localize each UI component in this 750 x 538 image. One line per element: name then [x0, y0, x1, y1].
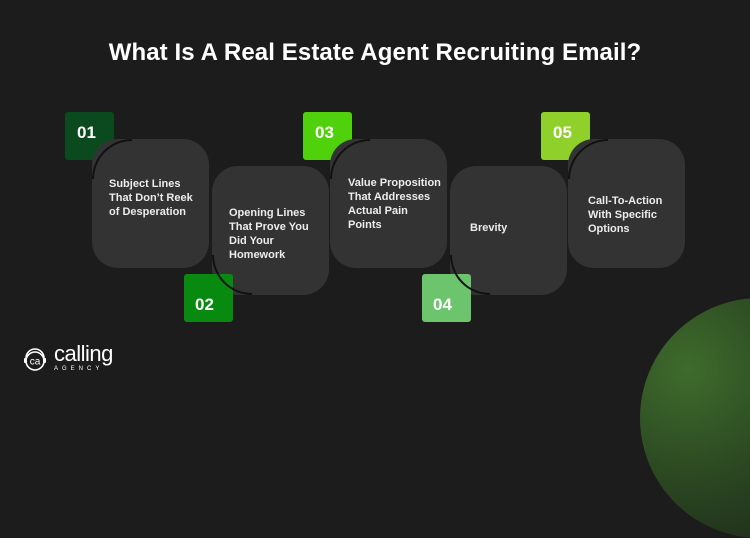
step-card-04: Brevity — [450, 166, 567, 295]
page-title: What Is A Real Estate Agent Recruiting E… — [108, 39, 642, 66]
step-label: Brevity — [470, 221, 508, 234]
step-badge-04: 04 — [422, 274, 471, 322]
step-badge-01: 01 — [65, 112, 114, 160]
step-number: 04 — [433, 295, 452, 314]
step-number: 01 — [77, 123, 96, 142]
step-badge-02: 02 — [184, 274, 233, 322]
step-badge-05: 05 — [541, 112, 590, 160]
svg-text:ca: ca — [30, 356, 41, 367]
calling-agency-logo: ca calling AGENCY — [22, 341, 113, 373]
step-label: Subject Lines That Don’t Reek of Despera… — [109, 177, 193, 218]
step-number: 02 — [195, 295, 214, 314]
step-card-05: Call-To-Action With Specific Options — [568, 139, 685, 268]
step-card-02: Opening Lines That Prove You Did Your Ho… — [212, 166, 329, 295]
step-number: 03 — [315, 123, 334, 142]
step-label: Value Proposition That Addresses Actual … — [348, 176, 441, 231]
logo-subtitle: AGENCY — [54, 366, 104, 372]
step-card-03: Value Proposition That Addresses Actual … — [330, 139, 447, 268]
step-label: Opening Lines That Prove You Did Your Ho… — [229, 206, 309, 261]
decorative-green-circle — [640, 298, 750, 538]
step-badge-03: 03 — [303, 112, 352, 160]
logo-wordmark: calling — [54, 341, 113, 366]
headset-icon: ca — [22, 347, 48, 371]
step-card-01: Subject Lines That Don’t Reek of Despera… — [92, 139, 209, 268]
step-number: 05 — [553, 123, 572, 142]
step-label: Call-To-Action With Specific Options — [588, 194, 663, 235]
